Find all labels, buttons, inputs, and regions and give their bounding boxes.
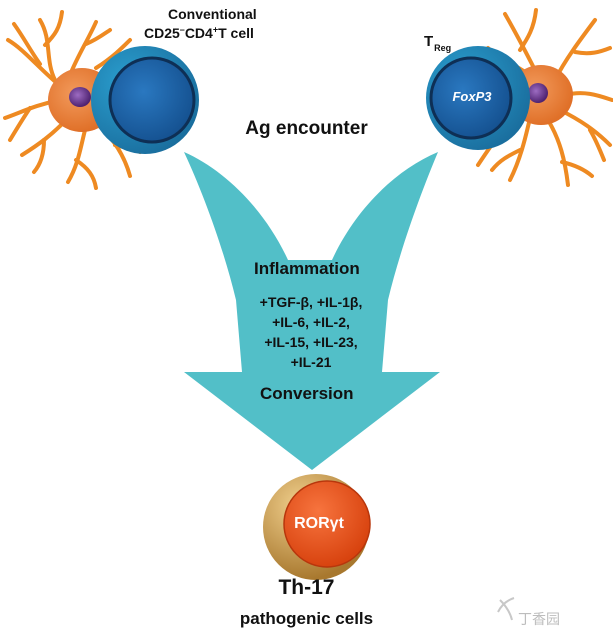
treg-subscript: Reg: [434, 43, 452, 53]
tcell-text: T cell: [218, 25, 254, 41]
watermark-text: 丁香园: [518, 611, 560, 627]
minus-superscript: –: [179, 24, 185, 35]
treg-main: T: [424, 33, 434, 50]
th17-cell-nucleus: [283, 480, 371, 568]
cytokine-line: +TGF-β, +IL-1β,: [259, 294, 363, 310]
th17-label: Th-17: [278, 576, 335, 599]
right-dendritic-nucleus: [528, 83, 548, 103]
ag-encounter-label: Ag encounter: [245, 118, 368, 139]
conversion-arrow: [184, 152, 440, 470]
ror-gamma-t-label: RORγt: [294, 515, 344, 532]
cytokine-line: +IL-15, +IL-23,: [264, 334, 358, 350]
cd4-text: CD4: [184, 25, 213, 41]
treg-cell-nucleus: [429, 56, 513, 140]
cytokine-line: +IL-6, +IL-2,: [272, 314, 350, 330]
cytokine-line: +IL-21: [290, 354, 332, 370]
conventional-label-line1: Conventional: [168, 6, 257, 22]
left-dendritic-nucleus: [69, 87, 91, 107]
pathogenic-cells-label: pathogenic cells: [239, 609, 374, 628]
conventional-label-line2: CD25–CD4+T cell: [144, 25, 254, 41]
cd25-text: CD25: [144, 25, 180, 41]
inflammation-label: Inflammation: [254, 259, 360, 278]
watermark-logo-icon: [497, 597, 515, 621]
conventional-tcell-nucleus: [108, 56, 196, 144]
conversion-label: Conversion: [260, 384, 354, 403]
treg-label: TReg: [424, 33, 452, 53]
plus-superscript: +: [212, 24, 219, 35]
cytokine-list: +TGF-β, +IL-1β, +IL-6, +IL-2, +IL-15, +I…: [246, 292, 376, 372]
foxp3-label: FoxP3: [452, 89, 492, 104]
